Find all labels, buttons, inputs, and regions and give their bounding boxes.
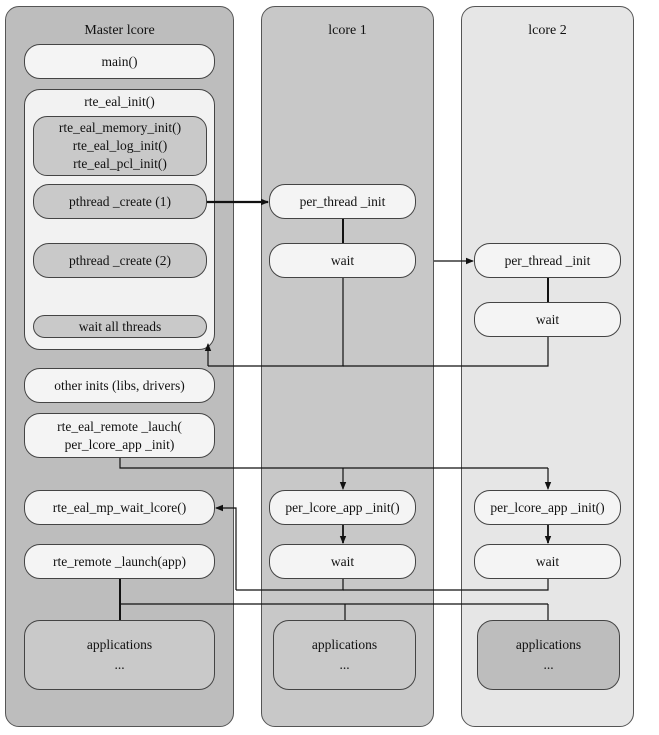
pthread-create-2-box: pthread _create (2) (33, 243, 207, 278)
lcore1-applications-label: applications (311, 637, 378, 652)
lcore2-per-thread-init-box: per_thread _init (474, 243, 621, 278)
master-applications-label: applications (86, 637, 153, 652)
lcore1-per-thread-init-box: per_thread _init (269, 184, 416, 219)
lcore2-wait2-box: wait (474, 544, 621, 579)
master-applications-box: applications ... (24, 620, 215, 690)
pthread-create-1-box: pthread _create (1) (33, 184, 207, 219)
master-lcore-title: Master lcore (84, 23, 155, 38)
lcore2-title: lcore 2 (528, 23, 567, 38)
lcore2-wait1-box: wait (474, 302, 621, 337)
lcore2-applications-ellipsis: ... (543, 657, 554, 672)
lcore2-per-lcore-app-init-box: per_lcore_app _init() (474, 490, 621, 525)
lcore2-applications-label: applications (515, 637, 582, 652)
lcore1-title: lcore 1 (328, 23, 367, 38)
wait-all-threads-box: wait all threads (33, 315, 207, 338)
lcore1-applications-box: applications ... (273, 620, 416, 690)
sub-inits-box: rte_eal_memory_init() rte_eal_log_init()… (33, 116, 207, 176)
remote-launch-app-box: rte_remote _launch(app) (24, 544, 215, 579)
other-inits-box: other inits (libs, drivers) (24, 368, 215, 403)
remote-launch-box: rte_eal_remote _lauch( per_lcore_app _in… (24, 413, 215, 458)
lcore1-wait2-box: wait (269, 544, 416, 579)
master-applications-ellipsis: ... (114, 657, 125, 672)
lcore1-panel: lcore 1 (261, 6, 434, 727)
lcore1-wait1-box: wait (269, 243, 416, 278)
lcore1-applications-ellipsis: ... (339, 657, 350, 672)
lcore1-per-lcore-app-init-box: per_lcore_app _init() (269, 490, 416, 525)
lcore2-applications-box: applications ... (477, 620, 620, 690)
rte-eal-init-title: rte_eal_init() (84, 94, 155, 109)
mp-wait-lcore-box: rte_eal_mp_wait_lcore() (24, 490, 215, 525)
lcore2-panel: lcore 2 (461, 6, 634, 727)
main-box: main() (24, 44, 215, 79)
